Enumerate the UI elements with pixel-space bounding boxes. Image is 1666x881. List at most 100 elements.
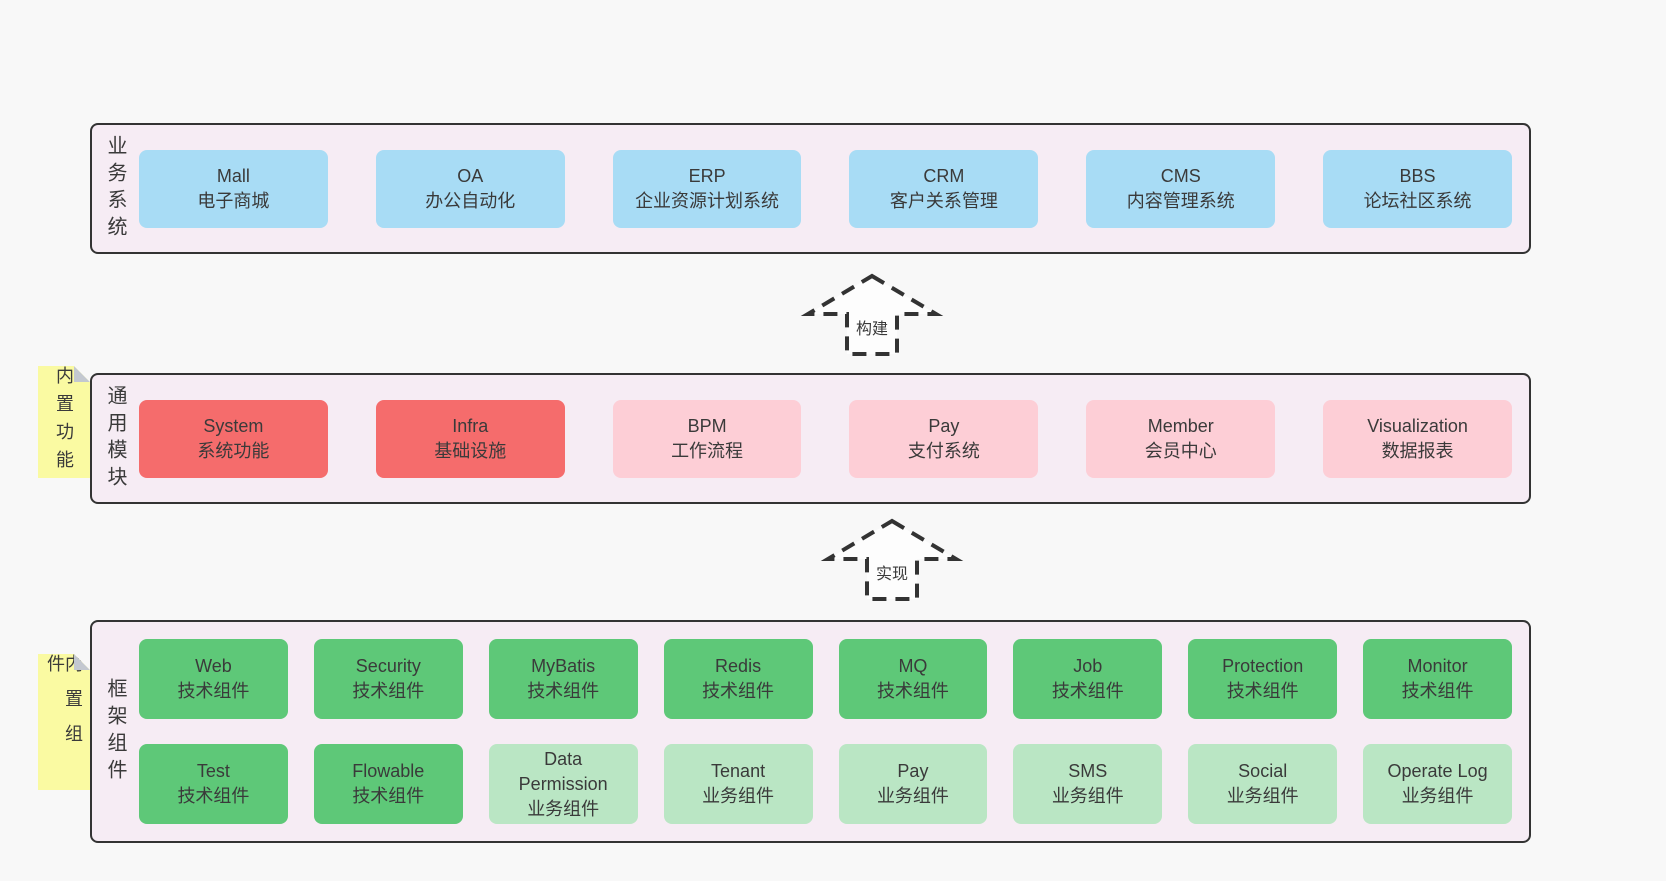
box-name: Pay (928, 415, 960, 436)
section-common-modules: 通用模块 System 系统功能 Infra 基础设施 BPM 工作流程 Pay 支付系统 Me… (90, 373, 1531, 504)
module-box-system: System 系统功能 (139, 399, 328, 478)
box-subtitle: 电子商城 (197, 190, 270, 211)
implement-arrow: 实现 (820, 517, 964, 603)
module-box-monitor: Monitor 技术组件 (1363, 639, 1512, 719)
module-box-bbs: BBS 论坛社区系统 (1323, 149, 1512, 228)
module-box-mq: MQ 技术组件 (838, 639, 988, 719)
section-label: 通用模块 (104, 384, 126, 493)
box-name: ERP (688, 165, 726, 186)
module-box-sms: SMS 业务组件 (1013, 744, 1163, 824)
box-name: Flowable (352, 761, 425, 781)
box-subtitle: 业务组件 (527, 798, 600, 819)
box-name: CMS (1160, 165, 1201, 186)
box-subtitle: 技术组件 (352, 681, 425, 701)
up-arrow-icon (820, 518, 964, 601)
box-name: Member (1147, 415, 1214, 436)
box-subtitle: 企业资源计划系统 (635, 190, 780, 211)
box-name: Mall (216, 165, 250, 186)
note-fold-icon (74, 366, 90, 382)
section-label: 框架组件 (104, 677, 126, 786)
box-subtitle: 技术组件 (702, 681, 775, 701)
build-arrow: 构建 (800, 272, 944, 358)
module-box-protection: Protection 技术组件 (1188, 639, 1338, 719)
box-name: BBS (1399, 165, 1436, 186)
box-name: MQ (898, 656, 928, 676)
box-subtitle: 技术组件 (527, 681, 600, 701)
module-box-job: Job 技术组件 (1013, 639, 1163, 719)
box-name: Protection (1222, 656, 1304, 676)
box-subtitle: 基础设施 (434, 440, 507, 461)
box-subtitle: 技术组件 (1051, 681, 1124, 701)
module-box-pay: Pay 业务组件 (838, 744, 988, 824)
box-name: SMS (1068, 761, 1108, 781)
note-label: 内置功能 (54, 366, 74, 478)
up-arrow-icon (800, 273, 944, 356)
box-subtitle: 业务组件 (1226, 786, 1299, 806)
box-name: Infra (452, 415, 489, 436)
box-name: Tenant (711, 761, 766, 781)
sticky-note-builtin-components: 内置组件 (38, 654, 90, 790)
module-box-bpm: BPM 工作流程 (612, 399, 802, 478)
box-name: BPM (687, 415, 727, 436)
box-subtitle: 会员中心 (1144, 440, 1217, 461)
arrow-label: 构建 (855, 321, 888, 338)
box-subtitle: 技术组件 (177, 786, 250, 806)
module-box-cms: CMS 内容管理系统 (1086, 149, 1276, 228)
box-name: Monitor (1407, 656, 1468, 676)
box-subtitle: 支付系统 (907, 440, 980, 461)
module-box-security: Security 技术组件 (313, 639, 463, 719)
box-name: OA (457, 165, 484, 186)
box-name: Pay (897, 761, 929, 781)
module-box-data-permission: Data Permission 业务组件 (488, 744, 638, 824)
box-subtitle: 技术组件 (352, 786, 425, 806)
box-subtitle: 业务组件 (702, 786, 775, 806)
box-name: MyBatis (531, 656, 596, 676)
box-subtitle: 技术组件 (1401, 681, 1474, 701)
module-box-mall: Mall 电子商城 (139, 149, 328, 228)
box-subtitle: 内容管理系统 (1126, 190, 1235, 211)
box-subtitle: 工作流程 (671, 440, 744, 461)
box-name: Security (355, 656, 421, 676)
box-subtitle: 技术组件 (1226, 681, 1299, 701)
box-name: CRM (923, 165, 965, 186)
box-subtitle: 数据报表 (1381, 440, 1454, 461)
module-box-pay: Pay 支付系统 (849, 399, 1039, 478)
box-name: Data Permission (518, 748, 608, 794)
arrow-label: 实现 (875, 566, 908, 583)
module-box-visualization: Visualization 数据报表 (1323, 399, 1512, 478)
box-row: System 系统功能 Infra 基础设施 BPM 工作流程 Pay 支付系统 Member 会… (139, 399, 1512, 478)
box-name: Job (1073, 656, 1103, 676)
module-box-operate-log: Operate Log 业务组件 (1363, 744, 1512, 824)
module-box-erp: ERP 企业资源计划系统 (612, 149, 802, 228)
note-fold-icon (74, 654, 90, 670)
box-subtitle: 业务组件 (1051, 786, 1124, 806)
section-label: 业务系统 (104, 134, 126, 243)
box-subtitle: 业务组件 (876, 786, 949, 806)
module-box-member: Member 会员中心 (1086, 399, 1276, 478)
box-name: Redis (715, 656, 762, 676)
note-label: 内置组件 (45, 654, 83, 759)
box-name: Social (1238, 761, 1288, 781)
box-name: Operate Log (1387, 761, 1488, 781)
module-box-social: Social 业务组件 (1188, 744, 1338, 824)
box-name: System (203, 415, 264, 436)
box-subtitle: 技术组件 (876, 681, 949, 701)
module-box-crm: CRM 客户关系管理 (849, 149, 1039, 228)
module-box-tenant: Tenant 业务组件 (663, 744, 813, 824)
box-subtitle: 系统功能 (197, 440, 270, 461)
box-subtitle: 业务组件 (1401, 786, 1474, 806)
sticky-note-builtin-features: 内置功能 (38, 366, 90, 478)
box-subtitle: 客户关系管理 (889, 190, 998, 211)
box-subtitle: 论坛社区系统 (1363, 190, 1472, 211)
box-subtitle: 技术组件 (177, 681, 250, 701)
box-name: Visualization (1367, 415, 1468, 436)
